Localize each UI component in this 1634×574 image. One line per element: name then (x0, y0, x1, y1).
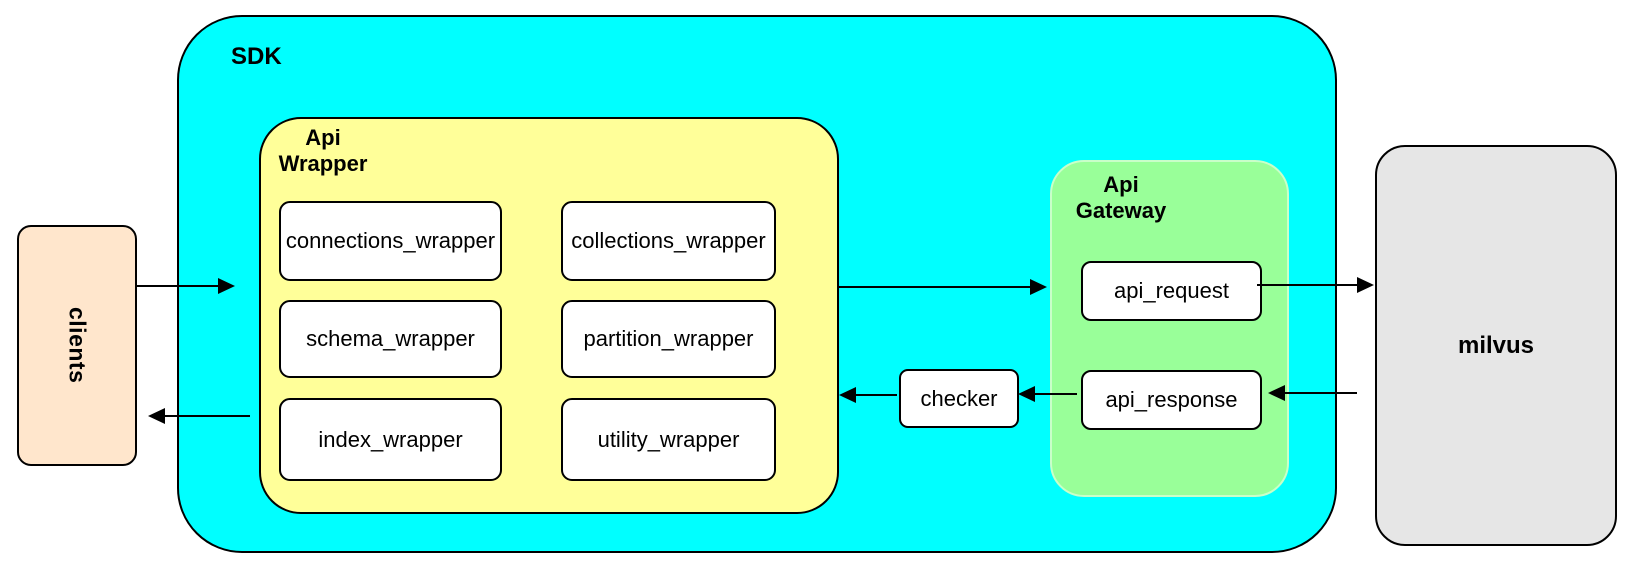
node-milvus-label: milvus (1457, 331, 1535, 359)
node-schema-wrapper: schema_wrapper (279, 300, 502, 378)
container-sdk-label: SDK (231, 43, 282, 70)
arrow-checker-to-api-wrapper (839, 387, 897, 403)
node-partition-wrapper: partition_wrapper (561, 300, 776, 378)
node-clients: clients (17, 225, 137, 466)
arrow-api-response-to-checker (1018, 386, 1077, 402)
arrow-api-request-to-milvus (1257, 277, 1374, 293)
node-index-wrapper: index_wrapper (279, 398, 502, 481)
node-api-request: api_request (1081, 261, 1262, 321)
container-api-gateway: Api Gateway api_request api_response (1050, 160, 1289, 497)
container-api-wrapper-label: Api Wrapper (278, 125, 368, 176)
container-api-wrapper: Api Wrapper connections_wrapper collecti… (259, 117, 839, 514)
node-collections-wrapper: collections_wrapper (561, 201, 776, 281)
arrow-clients-to-sdk (137, 278, 235, 294)
arrow-api-wrapper-to-gateway (837, 279, 1047, 295)
arrow-milvus-to-api-response (1268, 385, 1357, 401)
arrow-api-wrapper-to-clients (148, 408, 250, 424)
node-utility-wrapper: utility_wrapper (561, 398, 776, 481)
node-checker: checker (899, 369, 1019, 428)
container-api-gateway-label: Api Gateway (1075, 172, 1167, 223)
node-clients-label: clients (64, 307, 91, 384)
node-api-response: api_response (1081, 370, 1262, 430)
node-milvus: milvus (1375, 145, 1617, 546)
container-sdk: SDK Api Wrapper connections_wrapper coll… (177, 15, 1337, 553)
node-connections-wrapper: connections_wrapper (279, 201, 502, 281)
